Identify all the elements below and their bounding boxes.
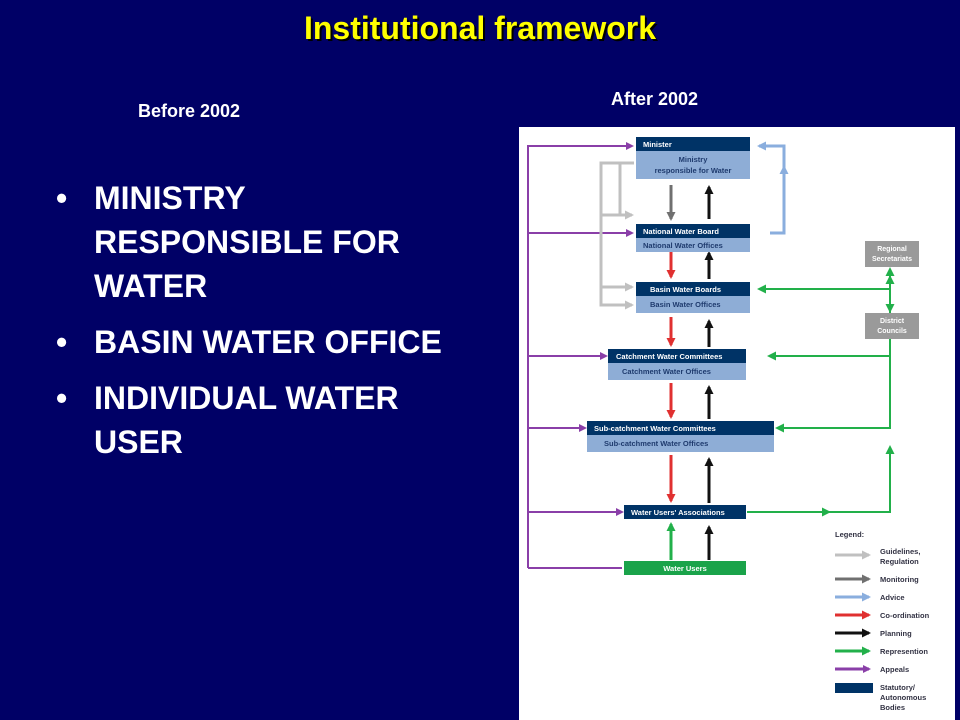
wua-title: Water Users' Associations bbox=[631, 508, 725, 517]
bullet-ministry: MINISTRY RESPONSIBLE FOR WATER bbox=[54, 176, 474, 308]
bullet-basin-office: BASIN WATER OFFICE bbox=[54, 320, 474, 364]
guidelines-arrows bbox=[599, 161, 634, 310]
district-councils-box: District Councils bbox=[865, 313, 919, 339]
minister-title: Minister bbox=[643, 140, 672, 149]
vertical-arrows bbox=[666, 185, 714, 560]
water-users-associations-box: Water Users' Associations bbox=[624, 505, 746, 519]
regional-secretariats-box: Regional Secretariats bbox=[865, 241, 919, 267]
slide-title: Institutional framework bbox=[303, 10, 657, 46]
sub-catchment-water-committees-box: Sub-catchment Water Committees Sub-catch… bbox=[587, 421, 774, 452]
legend-coordination: Co-ordination bbox=[880, 611, 930, 620]
regional-line2: Secretariats bbox=[872, 256, 912, 263]
minister-box: Minister Ministry responsible for Water bbox=[636, 137, 750, 179]
legend-statutory-1: Statutory/ bbox=[880, 683, 916, 692]
legend-guidelines-1: Guidelines, bbox=[880, 547, 920, 556]
scwc-sub: Sub-catchment Water Offices bbox=[604, 439, 708, 448]
advice-arrows bbox=[757, 141, 789, 235]
legend-monitoring: Monitoring bbox=[880, 575, 919, 584]
legend-planning: Planning bbox=[880, 629, 912, 638]
legend-statutory-swatch bbox=[835, 683, 873, 693]
cwc-title: Catchment Water Committees bbox=[616, 352, 722, 361]
catchment-water-committees-box: Catchment Water Committees Catchment Wat… bbox=[608, 349, 746, 380]
nwb-title: National Water Board bbox=[643, 227, 719, 236]
cwc-sub: Catchment Water Offices bbox=[622, 367, 711, 376]
basin-water-boards-box: Basin Water Boards Basin Water Offices bbox=[636, 282, 750, 313]
representation-arrows bbox=[747, 267, 895, 517]
bullet-individual-user: INDIVIDUAL WATER USER bbox=[54, 376, 474, 464]
legend-title: Legend: bbox=[835, 530, 864, 539]
institutional-diagram: Minister Ministry responsible for Water … bbox=[519, 127, 955, 720]
legend-statutory-2: Autonomous bbox=[880, 693, 926, 702]
legend-guidelines-2: Regulation bbox=[880, 557, 919, 566]
legend-representation: Represention bbox=[880, 647, 928, 656]
minister-sub-2: responsible for Water bbox=[655, 166, 732, 175]
district-line2: Councils bbox=[877, 328, 907, 335]
district-line1: District bbox=[880, 318, 905, 325]
nwb-sub: National Water Offices bbox=[643, 241, 723, 250]
before-2002-label: Before 2002 bbox=[138, 101, 241, 121]
legend-statutory-3: Bodies bbox=[880, 703, 905, 712]
national-water-board-box: National Water Board National Water Offi… bbox=[636, 224, 750, 252]
legend-advice: Advice bbox=[880, 593, 905, 602]
diagram-legend: Legend: Guidelines, Regulation Monitorin… bbox=[835, 530, 930, 712]
diagram-svg: Minister Ministry responsible for Water … bbox=[527, 137, 930, 712]
bwb-title: Basin Water Boards bbox=[650, 285, 721, 294]
minister-sub-1: Ministry bbox=[679, 155, 709, 164]
scwc-title: Sub-catchment Water Committees bbox=[594, 424, 716, 433]
bwb-sub: Basin Water Offices bbox=[650, 300, 721, 309]
wu-title: Water Users bbox=[663, 564, 707, 573]
bullet-list: MINISTRY RESPONSIBLE FOR WATER BASIN WAT… bbox=[54, 176, 474, 476]
regional-line1: Regional bbox=[877, 246, 907, 253]
appeals-arrows bbox=[527, 142, 634, 569]
water-users-box: Water Users bbox=[624, 561, 746, 575]
after-2002-label: After 2002 bbox=[611, 89, 699, 109]
legend-appeals: Appeals bbox=[880, 665, 909, 674]
